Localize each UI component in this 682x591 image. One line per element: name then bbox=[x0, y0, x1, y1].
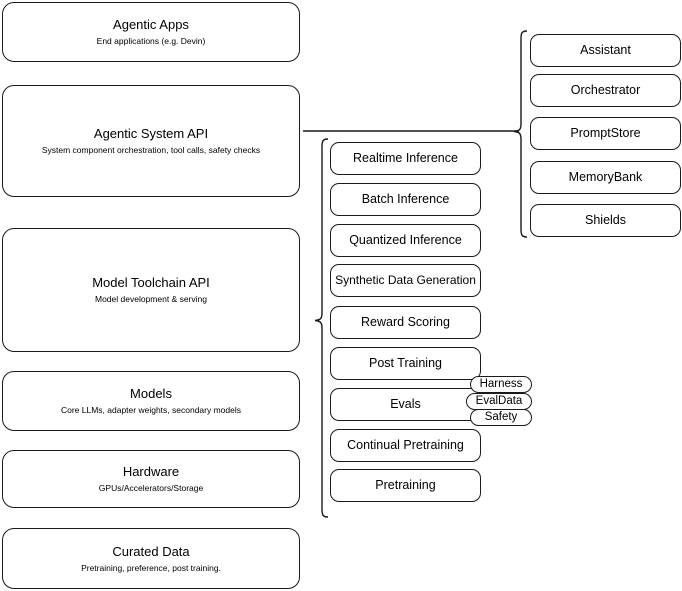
layer-title: Agentic System API bbox=[93, 126, 209, 141]
capability-label: Batch Inference bbox=[361, 192, 450, 206]
layer-box-agentic-apps[interactable]: Agentic Apps End applications (e.g. Devi… bbox=[2, 2, 300, 62]
layer-title: Agentic Apps bbox=[113, 17, 189, 32]
layer-box-agentic-system-api[interactable]: Agentic System API System component orch… bbox=[2, 85, 300, 197]
capability-label: Quantized Inference bbox=[349, 233, 462, 247]
capability-box-quantized-inference[interactable]: Quantized Inference bbox=[330, 224, 481, 257]
layer-box-hardware[interactable]: Hardware GPUs/Accelerators/Storage bbox=[2, 450, 300, 508]
system-component-box-assistant[interactable]: Assistant bbox=[530, 34, 681, 67]
system-component-label: Shields bbox=[585, 213, 626, 227]
capability-box-pretraining[interactable]: Pretraining bbox=[330, 469, 481, 502]
capability-label: Synthetic Data Generation bbox=[335, 273, 476, 287]
layer-box-models[interactable]: Models Core LLMs, adapter weights, secon… bbox=[2, 371, 300, 431]
evals-pill-evaldata[interactable]: EvalData bbox=[466, 393, 532, 410]
capability-box-synthetic-data-generation[interactable]: Synthetic Data Generation bbox=[330, 264, 481, 297]
layer-title: Models bbox=[130, 386, 172, 401]
capability-label: Reward Scoring bbox=[361, 315, 450, 329]
layer-box-curated-data[interactable]: Curated Data Pretraining, preference, po… bbox=[2, 528, 300, 589]
layer-title: Curated Data bbox=[112, 543, 190, 559]
toolchain-capabilities-brace bbox=[314, 138, 329, 518]
layer-subtitle: Model development & serving bbox=[95, 294, 207, 304]
capability-box-post-training[interactable]: Post Training bbox=[330, 347, 481, 380]
evals-pill-label: Safety bbox=[484, 411, 518, 423]
capability-label: Post Training bbox=[369, 356, 442, 370]
capability-label: Pretraining bbox=[375, 478, 436, 492]
layer-subtitle: GPUs/Accelerators/Storage bbox=[98, 483, 204, 493]
layer-title: Model Toolchain API bbox=[92, 275, 210, 290]
capability-box-continual-pretraining[interactable]: Continual Pretraining bbox=[330, 429, 481, 462]
system-component-box-orchestrator[interactable]: Orchestrator bbox=[530, 74, 681, 107]
evals-pill-label: EvalData bbox=[475, 395, 523, 407]
layer-subtitle: Pretraining, preference, post training. bbox=[81, 562, 221, 573]
system-component-box-promptstore[interactable]: PromptStore bbox=[530, 117, 681, 150]
system-component-box-memorybank[interactable]: MemoryBank bbox=[530, 161, 681, 194]
capability-box-evals[interactable]: Evals bbox=[330, 388, 481, 421]
capability-box-reward-scoring[interactable]: Reward Scoring bbox=[330, 306, 481, 339]
evals-pill-label: Harness bbox=[479, 378, 523, 390]
capability-label: Realtime Inference bbox=[353, 151, 458, 165]
system-component-label: Orchestrator bbox=[570, 83, 641, 97]
capability-box-realtime-inference[interactable]: Realtime Inference bbox=[330, 142, 481, 175]
layer-subtitle: Core LLMs, adapter weights, secondary mo… bbox=[60, 405, 241, 415]
layer-subtitle: End applications (e.g. Devin) bbox=[96, 36, 206, 46]
system-component-label: MemoryBank bbox=[568, 170, 643, 184]
evals-pill-safety[interactable]: Safety bbox=[470, 409, 532, 426]
system-component-label: PromptStore bbox=[570, 126, 641, 140]
system-component-box-shields[interactable]: Shields bbox=[530, 204, 681, 237]
capability-box-batch-inference[interactable]: Batch Inference bbox=[330, 183, 481, 216]
layer-subtitle: System component orchestration, tool cal… bbox=[41, 145, 261, 155]
capability-label: Evals bbox=[390, 397, 421, 411]
layer-box-model-toolchain-api[interactable]: Model Toolchain API Model development & … bbox=[2, 228, 300, 352]
system-components-brace bbox=[513, 30, 528, 238]
evals-pill-harness[interactable]: Harness bbox=[470, 376, 532, 393]
system-component-label: Assistant bbox=[580, 43, 631, 57]
layer-title: Hardware bbox=[122, 464, 180, 479]
capability-label: Continual Pretraining bbox=[347, 438, 464, 452]
